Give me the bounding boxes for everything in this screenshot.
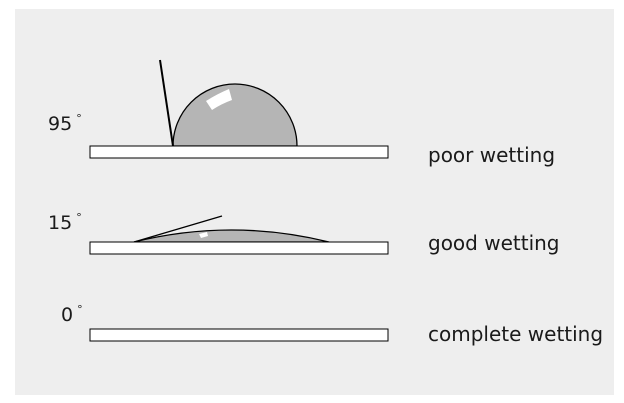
wetting-label-complete: complete wetting: [428, 324, 603, 344]
degree-symbol: °: [76, 112, 82, 125]
contact-angle-tangent-poor: [160, 60, 173, 146]
complete-wetting-group: [90, 329, 388, 341]
wetting-label-good: good wetting: [428, 233, 560, 253]
good-wetting-group: [90, 216, 388, 254]
droplet-good-wetting: [134, 230, 329, 242]
substrate-good-wetting: [90, 242, 388, 254]
poor-wetting-group: [90, 60, 388, 158]
angle-label-poor: 95 °: [48, 115, 82, 134]
angle-label-good: 15 °: [48, 214, 82, 233]
droplet-poor-wetting: [173, 84, 297, 146]
degree-symbol: °: [77, 303, 83, 316]
wetting-label-poor: poor wetting: [428, 145, 555, 165]
substrate-poor-wetting: [90, 146, 388, 158]
angle-value: 0: [61, 304, 73, 326]
angle-label-complete: 0°: [61, 306, 83, 325]
degree-symbol: °: [76, 211, 82, 224]
substrate-complete-wetting: [90, 329, 388, 341]
angle-value: 15: [48, 212, 72, 234]
angle-value: 95: [48, 113, 72, 135]
